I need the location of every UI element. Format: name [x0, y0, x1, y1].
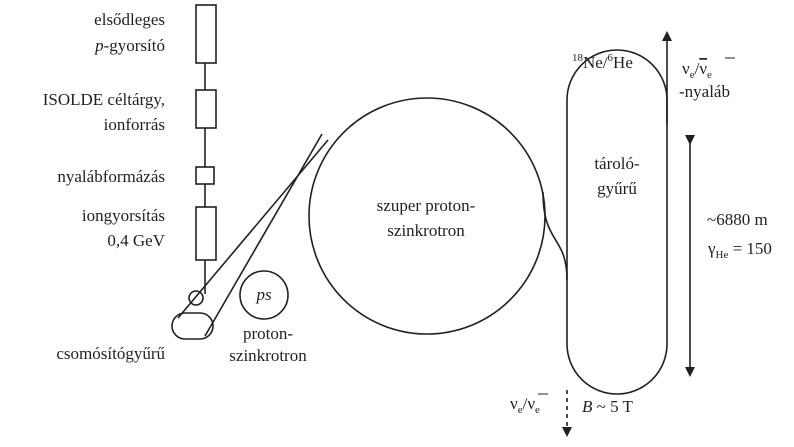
he-mass-number: 6	[608, 52, 614, 64]
nu-symbol-bottom: ν	[510, 394, 518, 413]
storage-ring-label-2: gyűrű	[597, 179, 637, 198]
proton-synchrotron-label-2: szinkrotron	[229, 346, 307, 365]
proton-symbol: p	[94, 36, 104, 55]
length-label: ~6880 m	[707, 210, 768, 229]
neutrino-beam-label-top: νe/νe	[682, 59, 712, 81]
ion-acceleration-label-2: 0,4 GeV	[107, 231, 165, 250]
linac-chain	[188, 4, 217, 306]
super-proton-synchrotron-ring	[308, 97, 546, 335]
sps-to-storage-transfer	[542, 191, 568, 281]
gamma-symbol: γ	[707, 239, 716, 258]
primary-accelerator-box	[195, 4, 217, 64]
primary-accelerator-label-1: elsődleges	[94, 10, 165, 29]
proton-synchrotron-ring	[239, 270, 289, 320]
field-symbol: B	[582, 397, 593, 416]
primary-accelerator-label-2: p-gyorsító	[94, 36, 165, 55]
injection-loop	[188, 290, 204, 306]
beam-forming-label: nyalábformázás	[57, 167, 165, 186]
ne-mass-number: 18	[572, 52, 584, 64]
slash-bottom: /	[523, 394, 528, 413]
sps-label-1: szuper proton-	[377, 196, 476, 215]
isolde-target-box	[195, 89, 217, 129]
nu-subscript-bottom: e	[518, 404, 523, 416]
slash: /	[695, 59, 700, 78]
proton-synchrotron-label-1: proton-	[243, 324, 293, 343]
isolde-label-1: ISOLDE céltárgy,	[43, 90, 165, 109]
bunching-ring-label: csomósítógyűrű	[56, 344, 165, 363]
storage-ring	[566, 49, 668, 395]
ion-acceleration-label-1: iongyorsítás	[82, 206, 165, 225]
nu-subscript: e	[690, 69, 695, 81]
nubar-subscript: e	[707, 69, 712, 81]
neutrino-beam-label-bottom: νe/νe	[510, 394, 540, 416]
field-value: ~ 5 T	[592, 397, 633, 416]
gamma-subscript: He	[716, 249, 729, 261]
gamma-label: γHe = 150	[707, 239, 772, 261]
storage-ring-label-1: tároló-	[594, 154, 640, 173]
ps-label: ps	[255, 285, 272, 304]
primary-accelerator-label-suffix: -gyorsító	[104, 36, 165, 55]
magnetic-field-label: B ~ 5 T	[582, 397, 634, 416]
gamma-value: = 150	[728, 239, 772, 258]
bunching-ring	[171, 312, 214, 340]
ne-symbol: Ne/	[583, 53, 608, 72]
he-symbol: He	[613, 53, 633, 72]
neutrino-beam-label-top-2: -nyaláb	[679, 82, 730, 101]
nu-symbol: ν	[682, 59, 690, 78]
nubar-symbol: ν	[699, 59, 707, 78]
nubar-symbol-bottom: ν	[527, 394, 535, 413]
beam-forming-box	[195, 166, 215, 185]
transfer-line-lower	[204, 133, 323, 337]
ion-species-label: 18Ne/6He	[572, 52, 633, 72]
transfer-line-upper	[177, 139, 329, 319]
ion-acceleration-box	[195, 206, 217, 261]
sps-label-2: szinkrotron	[387, 221, 465, 240]
isolde-label-2: ionforrás	[104, 115, 165, 134]
nubar-subscript-bottom: e	[535, 404, 540, 416]
